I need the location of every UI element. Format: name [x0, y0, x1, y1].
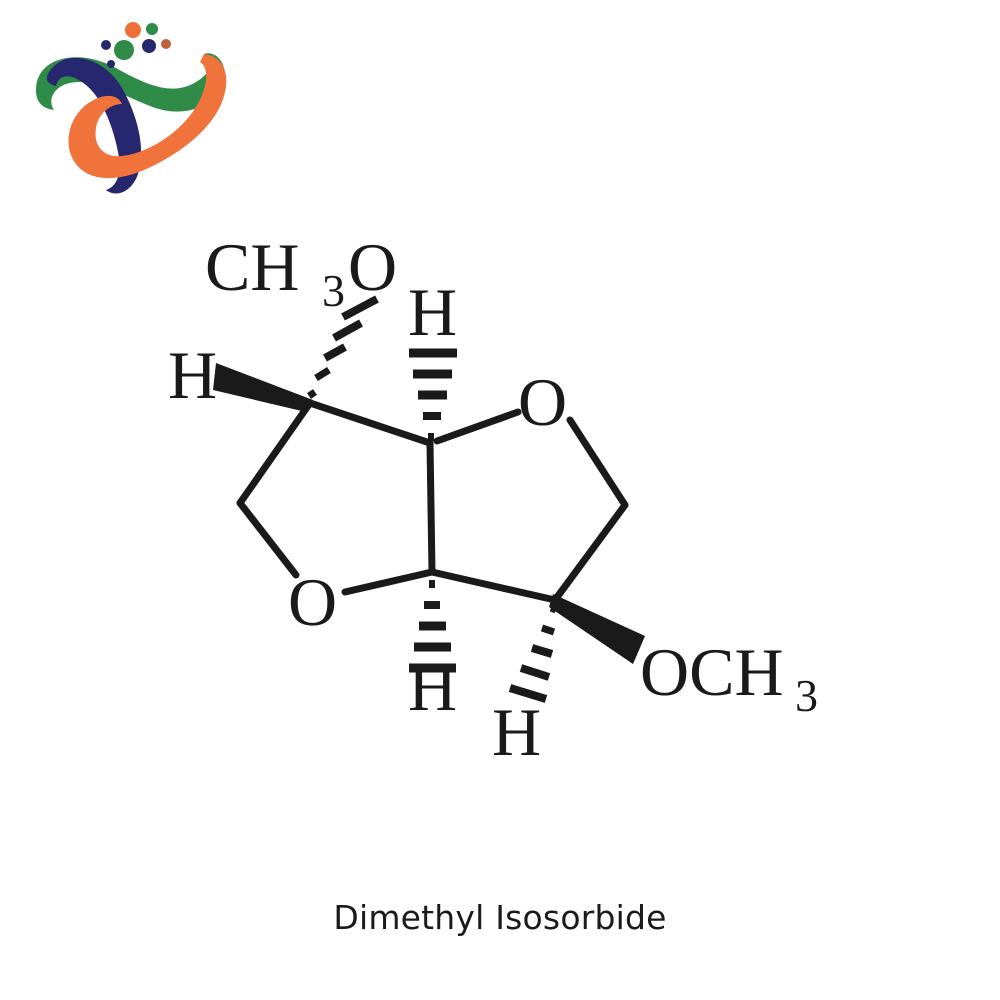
hash-bond-h-bot-mid	[508, 604, 558, 703]
label-ch3o-oxygen: O	[348, 229, 397, 305]
bond-oleft-ch2l	[236, 499, 300, 579]
figure-caption: Dimethyl Isosorbide	[333, 898, 667, 937]
wedge-och3	[549, 594, 645, 664]
logo-dot	[161, 39, 171, 49]
logo-navy-ribbon	[46, 57, 142, 194]
company-logo	[18, 10, 238, 210]
hash-bond-ch3o	[307, 295, 379, 399]
bond-ch2l-ctl	[236, 399, 314, 507]
structure-svg: CH 3 O H H O O H H OCH 3	[168, 229, 818, 770]
label-och3: OCH	[640, 634, 784, 710]
bond-cbr-cfb	[428, 568, 559, 604]
label-ch3o-prefix: CH	[205, 229, 299, 305]
bond-oright-ch2r	[566, 416, 629, 509]
bond-ch2r-cbr	[551, 501, 629, 604]
logo-dot	[114, 40, 134, 60]
logo-orange-ribbon	[68, 54, 227, 179]
label-o-ring-right: O	[518, 364, 567, 440]
logo-dot	[146, 23, 158, 35]
logo-dot	[125, 22, 141, 38]
label-ch3o-subscript: 3	[322, 265, 345, 316]
ring-bonds	[236, 399, 629, 604]
bond-cft-oright	[433, 408, 522, 445]
label-h-top-left: H	[168, 337, 217, 413]
wedge-h-top-left	[213, 363, 313, 412]
label-o-ring-left: O	[288, 564, 337, 640]
bond-ctl-cft	[306, 399, 434, 447]
logo-svg	[36, 22, 227, 194]
label-h-bottom-middle: H	[492, 694, 541, 770]
logo-dot	[107, 60, 115, 68]
bond-cfb-cft	[426, 439, 436, 576]
label-h-top-middle: H	[408, 274, 457, 350]
chemical-structure-diagram: CH 3 O H H O O H H OCH 3	[168, 229, 818, 770]
hash-bond-h-top-mid	[409, 348, 457, 441]
label-och3-subscript: 3	[795, 670, 818, 721]
logo-dot	[142, 39, 156, 53]
bond-cfb-oleft	[341, 568, 436, 596]
label-h-bottom-left: H	[408, 649, 457, 725]
logo-dot	[101, 40, 111, 50]
hash-bond-h-bot-left	[409, 580, 456, 673]
